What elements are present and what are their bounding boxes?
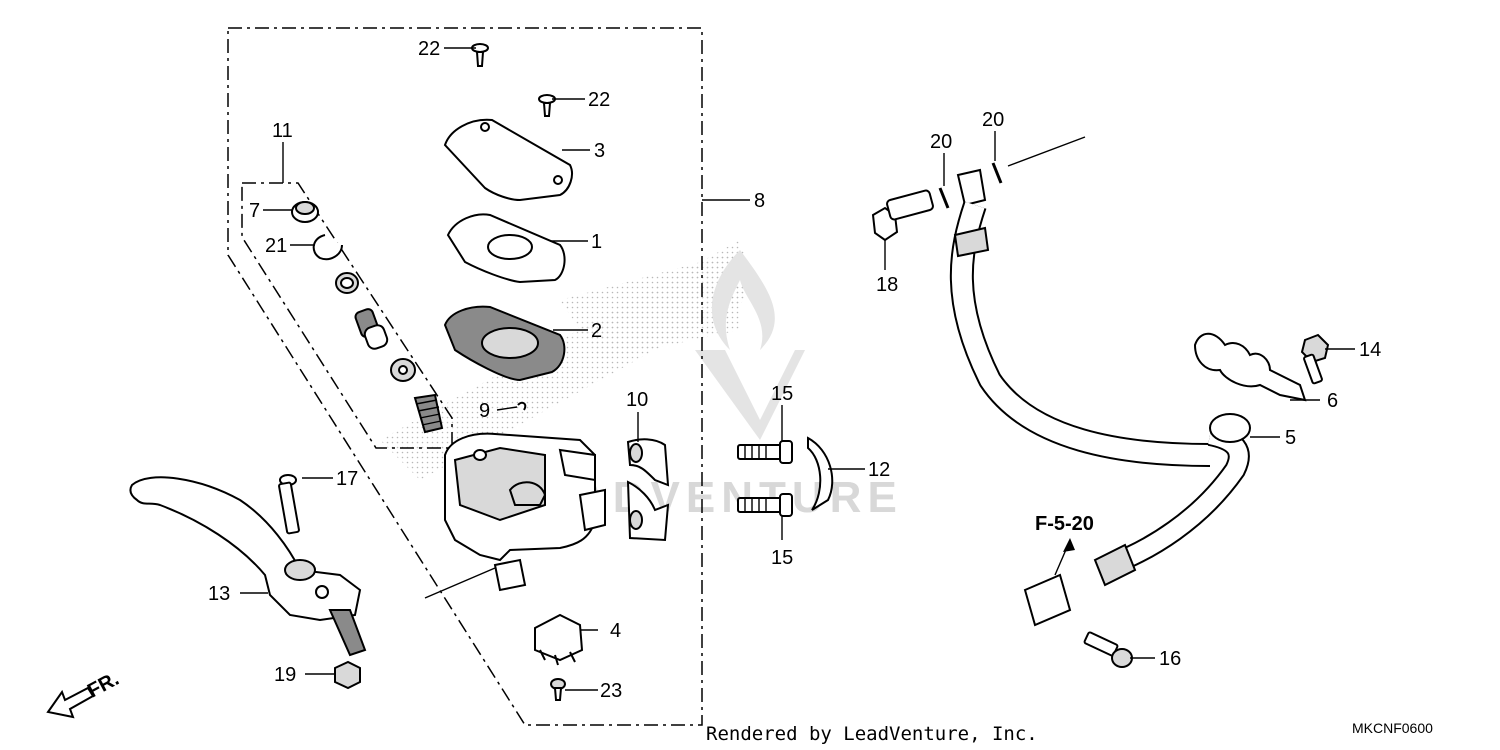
callout-13: 13 [208,583,230,605]
callout-22a: 22 [418,38,440,60]
banjo-bolt-18 [871,189,934,242]
callout-22b: 22 [588,89,610,111]
reference-arrow [1054,538,1075,576]
watermark-v-icon [695,350,805,440]
bolt-15b [737,493,793,517]
callout-1: 1 [591,231,602,253]
front-arrow-icon [46,686,95,719]
clip-9 [517,401,527,411]
spring [413,393,444,434]
washer-20b [991,162,1003,184]
callout-6: 6 [1327,390,1338,412]
clip-12 [807,436,834,511]
cup-seal [390,358,416,382]
reference-label: F-5-20 [1035,513,1094,535]
watermark-flame-icon [711,250,775,350]
piston [354,308,389,350]
leader-lines [240,47,1355,691]
callout-16: 16 [1159,648,1181,670]
diaphragm-2 [443,305,566,382]
callout-14: 14 [1359,339,1381,361]
callout-11: 11 [272,120,293,142]
bracket-6 [1193,332,1307,402]
reservoir-cap-3 [443,118,573,202]
circlip-21 [312,234,343,261]
callout-8: 8 [754,190,765,212]
screw-22a [471,43,489,67]
pivot-bolt-17 [278,474,300,535]
callout-18: 18 [876,274,898,296]
callout-19: 19 [274,664,296,686]
callout-7: 7 [249,200,260,222]
piston-kit-outline [241,182,453,449]
callout-labels: 22 22 3 1 2 8 11 7 21 9 10 15 12 15 4 23… [208,38,1381,702]
nut-19 [334,660,361,690]
callout-15b: 15 [771,547,793,569]
boot-7 [291,201,319,223]
diaphragm-plate-1 [446,213,566,284]
callout-10: 10 [626,389,648,411]
washer-20a [938,187,950,209]
bolt-16 [1083,631,1133,668]
switch-4 [534,613,584,666]
callout-21: 21 [265,235,287,257]
callout-5: 5 [1285,427,1296,449]
callout-23: 23 [600,680,622,702]
holder-10 [626,438,670,542]
screw-23 [550,678,566,701]
callout-3: 3 [594,140,605,162]
callout-9: 9 [479,400,490,422]
callout-4: 4 [610,620,621,642]
callout-2: 2 [591,320,602,342]
callout-15a: 15 [771,383,793,405]
bolt-15a [737,440,793,464]
bolt-14 [1300,333,1330,385]
screw-22b [538,94,556,117]
brake-hose-5 [949,168,1251,627]
lever-13 [129,476,367,657]
master-cylinder-body [444,432,606,592]
callout-12: 12 [868,459,890,481]
credit-text: Rendered by LeadVenture, Inc. [706,723,1038,745]
seal-ring [335,272,359,294]
callout-17: 17 [336,468,358,490]
callout-20a: 20 [930,131,952,153]
callout-20b: 20 [982,109,1004,131]
diagram-code: MKCNF0600 [1352,720,1433,736]
